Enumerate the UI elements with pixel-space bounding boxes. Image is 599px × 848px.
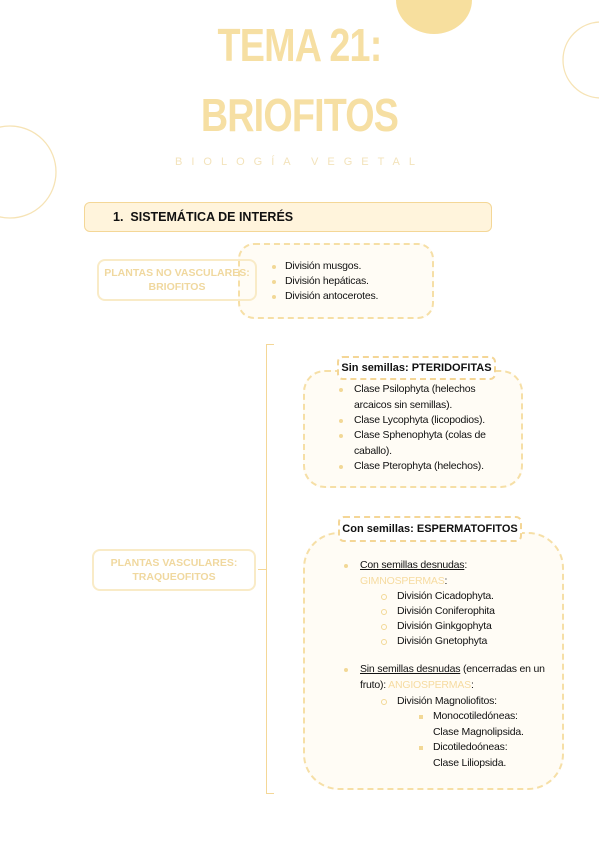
bullet-icon [272,265,276,269]
square-bullet-icon [419,746,423,750]
page-title-line2: BRIOFITOS [200,89,399,141]
bullet-icon [339,419,343,423]
gimno-colon: : [464,559,468,571]
bullet-icon [339,388,343,392]
bullet-icon [339,465,343,469]
section-heading: 1. SISTEMÁTICA DE INTERÉS [84,202,492,232]
dicot-line1: Dicotiledoóneas: [433,741,508,753]
page-title-line1: TEMA 21: [217,19,383,71]
top-half-circle [396,0,472,34]
no-vasculares-label: PLANTAS NO VASCULARES: BRIOFITOS [97,259,257,301]
bracket-tick [258,569,266,570]
ring-bullet-icon [381,639,387,645]
espermatofitos-box [303,532,564,790]
left-outline-circle [0,125,57,219]
bullet-icon [339,434,343,438]
section-number: 1. [113,210,124,224]
gimno-head: Con semillas desnudas [360,559,465,571]
angio-head: Sin semillas desnudas [360,663,461,675]
ring-bullet-icon [381,699,387,705]
magnoliofitos-item: División Magnoliofitos: [397,695,497,707]
no-vasculares-label-line2: BRIOFITOS [148,281,206,293]
list-item: División Cicadophyta. [397,590,494,602]
ring-bullet-icon [381,624,387,630]
vasculares-label: PLANTAS VASCULARES: TRAQUEOFITOS [92,549,256,591]
list-item: División antocerotes. [285,290,379,302]
right-outline-circle [562,21,599,99]
list-item: División musgos. [285,260,362,272]
page-subtitle: BIOLOGÍA VEGETAL [175,156,424,168]
angio-rest: (encerradas en un fruto): [360,663,545,691]
gimno-colon2: : [444,574,448,587]
ring-bullet-icon [381,594,387,600]
vasculares-label-line1: PLANTAS VASCULARES: [110,557,238,569]
dicot-item: Dicotiledoóneas: Clase Liliopsida. [433,740,508,771]
list-item: Clase Lycophyta (licopodios). [354,414,485,426]
ring-bullet-icon [381,609,387,615]
bracket-line [266,344,274,794]
vasculares-label-line2: TRAQUEOFITOS [132,571,216,583]
angiospermas-heading: Sin semillas desnudas (encerradas en un … [360,662,552,693]
bullet-icon [344,668,348,672]
bullet-icon [272,280,276,284]
gimnospermas-heading: Con semillas desnudas: GIMNOSPERMAS: [360,558,540,589]
section-title: SISTEMÁTICA DE INTERÉS [130,210,294,224]
list-item: División hepáticas. [285,275,369,287]
monocot-line1: Monocotiledóneas: [433,710,518,722]
angio-name: ANGIOSPERMAS [388,678,471,691]
square-bullet-icon [419,715,423,719]
list-item: División Coniferophita [397,605,495,617]
no-vasculares-label-line1: PLANTAS NO VASCULARES: [104,267,250,279]
monocot-item: Monocotiledóneas: Clase Magnolipsida. [433,709,524,740]
dicot-line2: Clase Liliopsida. [433,756,507,769]
list-item: Clase Pterophyta (helechos). [354,460,484,472]
list-item: Clase Psilophyta (helechos arcaicos sin … [354,383,476,411]
list-item: División Gnetophyta [397,635,488,647]
bullet-icon [272,295,276,299]
list-item: Clase Sphenophyta (colas de caballo). [354,429,486,457]
pteridofitas-pill: Sin semillas: PTERIDOFITAS [337,356,496,380]
espermatofitos-pill: Con semillas: ESPERMATOFITOS [338,516,522,542]
angio-colon: : [470,678,474,691]
no-vasculares-box [238,243,434,319]
bullet-icon [344,564,348,568]
monocot-line2: Clase Magnolipsida. [433,725,524,738]
gimno-name: GIMNOSPERMAS [360,574,445,587]
list-item: División Ginkgophyta [397,620,492,632]
